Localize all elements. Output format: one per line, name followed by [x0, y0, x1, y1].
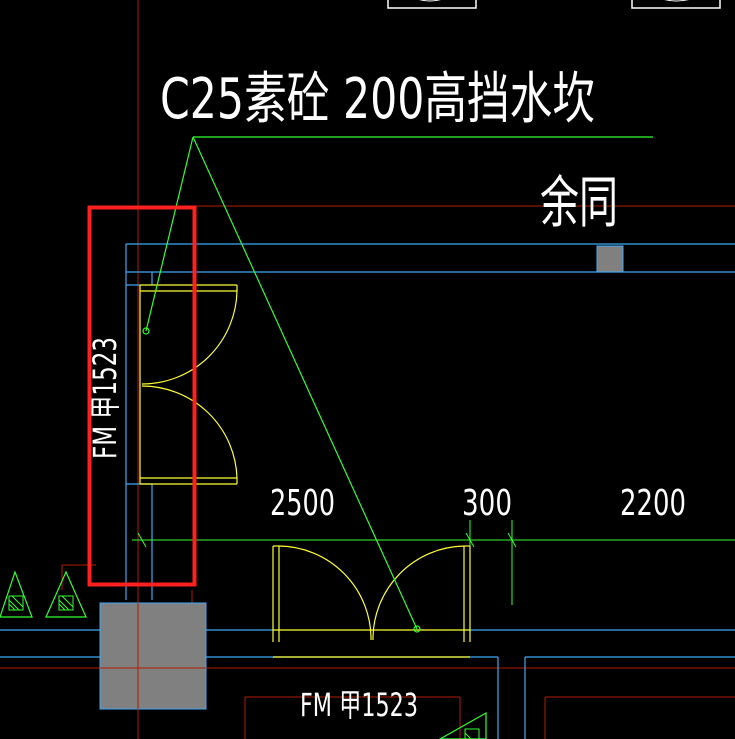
dimension-texts: 2500 300 2200 [270, 483, 686, 524]
triangle-markers [0, 570, 487, 739]
column-blocks [99, 245, 624, 710]
top-partial-symbols [387, 0, 721, 9]
wall-lines [0, 243, 735, 739]
small-column [596, 245, 624, 273]
door-tag-vertical: FM 甲1523 [86, 337, 124, 459]
highlight-box [87, 205, 197, 587]
door-tag-bottom: FM 甲1523 [300, 686, 418, 724]
dimension-2500: 2500 [270, 483, 335, 524]
large-column [99, 602, 207, 710]
leader-lines [142, 136, 653, 633]
same-elsewhere-note: 余同 [540, 171, 618, 236]
dimension-300: 300 [462, 483, 512, 524]
dimension-line [132, 520, 735, 605]
vertical-double-door [139, 284, 238, 485]
dimension-2200: 2200 [620, 483, 686, 524]
horizontal-double-door [272, 545, 471, 658]
waterproof-curb-note: C25素砼 200高挡水坎 [160, 67, 595, 132]
